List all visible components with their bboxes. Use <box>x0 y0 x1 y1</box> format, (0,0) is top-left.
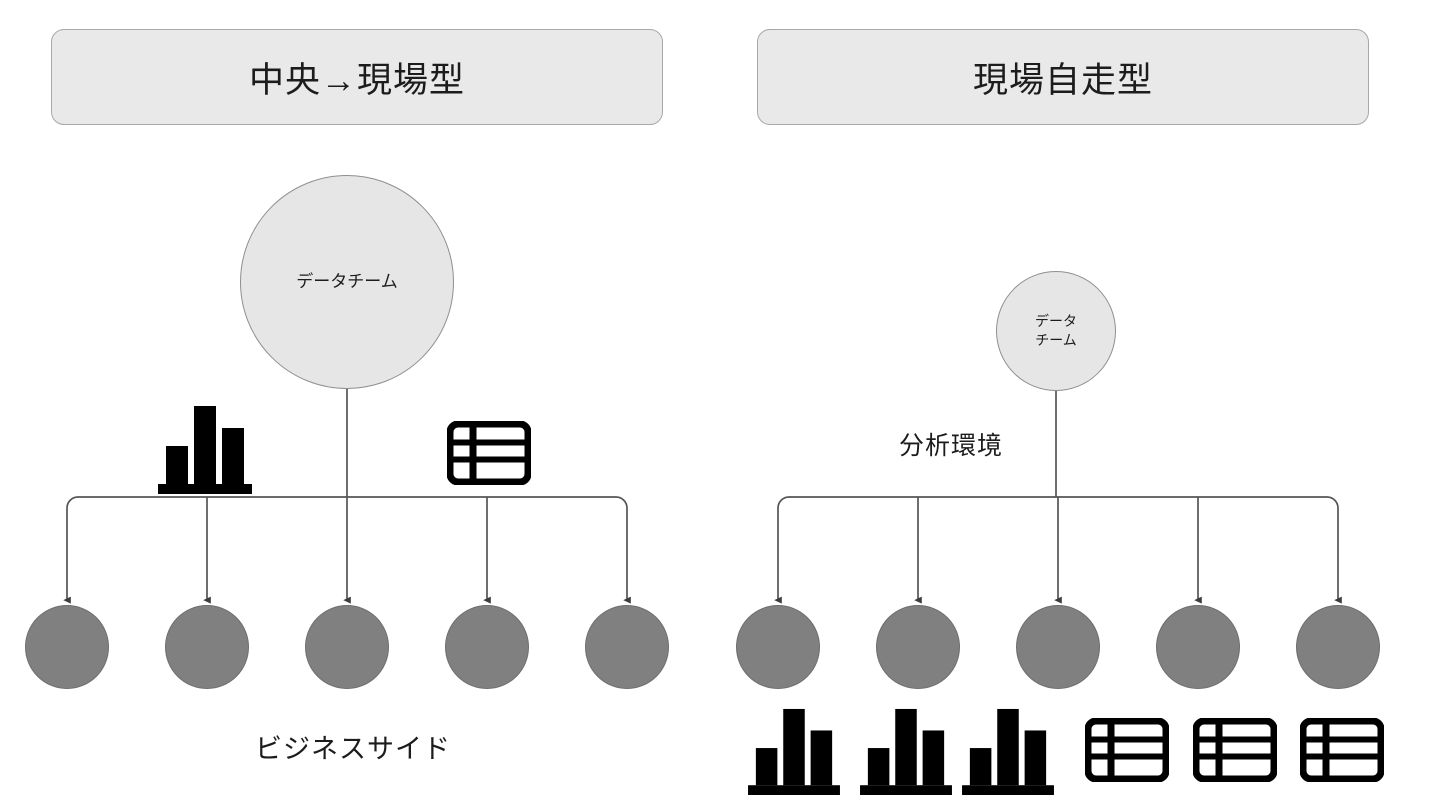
bar-chart-icon <box>158 404 252 494</box>
business-node[interactable] <box>585 605 669 689</box>
bar-chart-icon <box>748 707 840 795</box>
hub-node-data-team-right[interactable]: データ チーム <box>996 271 1116 391</box>
left-panel-connectors <box>63 389 631 604</box>
hub-node-right-label: データ チーム <box>1035 312 1077 350</box>
business-node[interactable] <box>165 605 249 689</box>
bar-chart-icon <box>962 707 1054 795</box>
panel-header-right[interactable]: 現場自走型 <box>757 29 1369 125</box>
business-node[interactable] <box>1156 605 1240 689</box>
business-node[interactable] <box>1016 605 1100 689</box>
panel-header-left-label: 中央→現場型 <box>248 60 465 100</box>
hub-node-left-label: データチーム <box>296 271 398 291</box>
business-node[interactable] <box>876 605 960 689</box>
analysis-environment-caption: 分析環境 <box>899 432 1004 460</box>
business-node[interactable] <box>736 605 820 689</box>
bar-chart-icon <box>860 707 952 795</box>
business-node[interactable] <box>1296 605 1380 689</box>
panel-header-right-label: 現場自走型 <box>972 60 1153 100</box>
hub-node-right-label-line2: チーム <box>1035 332 1077 348</box>
table-icon <box>1085 718 1169 782</box>
table-icon <box>1193 718 1277 782</box>
business-side-caption: ビジネスサイド <box>255 734 451 764</box>
business-node[interactable] <box>445 605 529 689</box>
table-icon <box>447 421 531 485</box>
right-panel-connectors <box>774 391 1342 604</box>
table-icon <box>1300 718 1384 782</box>
business-node[interactable] <box>25 605 109 689</box>
hub-node-data-team-left[interactable]: データチーム <box>240 175 454 389</box>
hub-node-right-label-line1: データ <box>1035 313 1077 330</box>
business-node[interactable] <box>305 605 389 689</box>
panel-header-left[interactable]: 中央→現場型 <box>51 29 663 125</box>
